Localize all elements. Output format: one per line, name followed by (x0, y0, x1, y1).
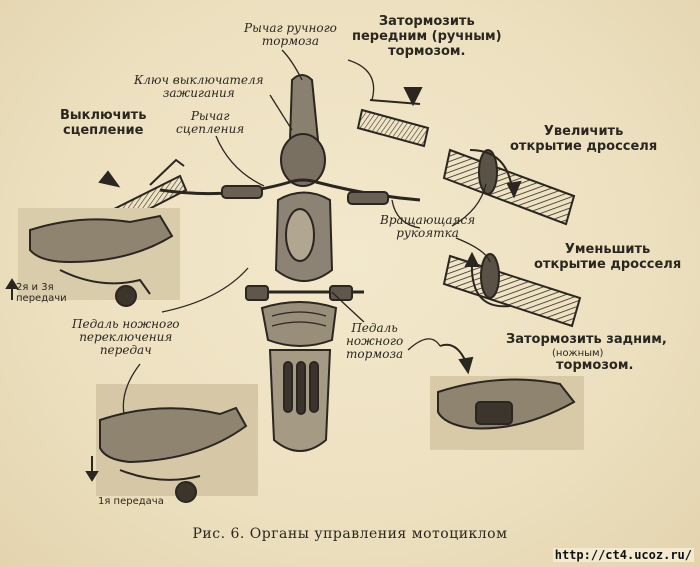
left-foot-upper-drawing (5, 208, 180, 307)
label-rear-brake-action-3: тормозом. (556, 358, 634, 373)
label-front-brake-action: Затормозить передним (ручным) тормозом. (352, 14, 502, 59)
throttle-close-drawing (442, 251, 582, 328)
label-rear-brake-action-2: (ножным) (552, 348, 604, 359)
label-gears-2-3: 2я и 3я передачи (16, 282, 67, 304)
label-gear-pedal: Педаль ножного переключения передач (72, 317, 180, 357)
source-watermark[interactable]: http://ct4.ucoz.ru/ (552, 548, 694, 562)
leader-lines (122, 49, 491, 415)
label-twist-grip: Вращающаяся рукоятка (380, 213, 476, 240)
label-ignition-key: Ключ выключателя зажигания (134, 73, 264, 100)
label-rear-brake-pedal: Педаль ножного тормоза (346, 321, 404, 361)
label-open-throttle: Увеличить открытие дросселя (510, 124, 658, 154)
label-gear-1: 1я передача (98, 496, 164, 507)
label-front-hand-brake-lever: Рычаг ручного тормоза (244, 21, 337, 48)
motorcycle-top-view (159, 74, 421, 452)
rear-brake-foot-drawing (430, 343, 584, 450)
throttle-open-drawing (442, 148, 576, 226)
label-disengage-clutch: Выключить сцепление (60, 108, 147, 138)
left-foot-lower-drawing (85, 384, 258, 503)
label-close-throttle: Уменьшить открытие дросселя (534, 242, 682, 272)
figure-caption: Рис. 6. Органы управления мотоциклом (192, 526, 508, 542)
front-brake-grip-drawing (356, 87, 430, 148)
label-clutch-lever: Рычаг сцепления (176, 109, 245, 136)
label-rear-brake-action-1: Затормозить задним, (506, 332, 667, 347)
